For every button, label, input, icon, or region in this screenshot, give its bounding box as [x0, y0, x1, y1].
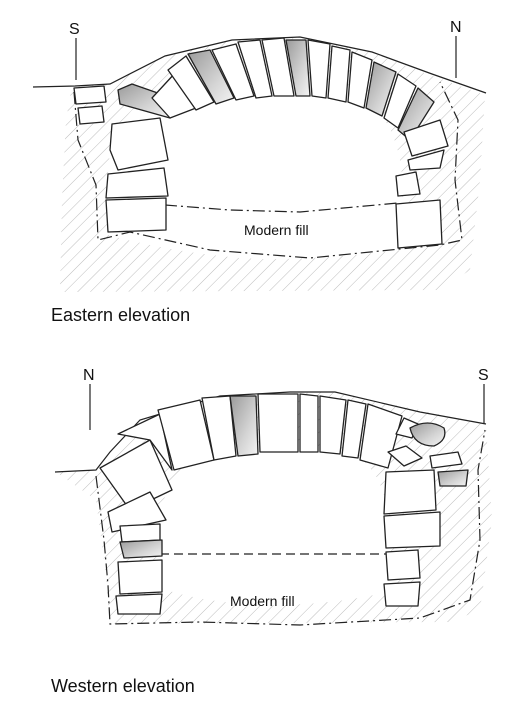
western-outline	[95, 429, 486, 626]
western-fill-label: Modern fill	[230, 593, 295, 609]
eastern-fill-top	[164, 202, 399, 213]
western-title: Western elevation	[51, 676, 195, 696]
eastern-ground-line	[32, 36, 487, 94]
eastern-fill-label: Modern fill	[244, 222, 309, 238]
western-arch-stones	[99, 393, 469, 615]
western-orient-left: N	[83, 367, 95, 384]
eastern-title: Eastern elevation	[51, 305, 190, 325]
eastern-orient-right: N	[450, 19, 462, 36]
western-ground-line	[54, 391, 487, 473]
western-orient-right: S	[478, 367, 489, 384]
eastern-arch-stones	[73, 37, 449, 249]
eastern-elevation: S N Modern fill	[32, 19, 487, 292]
eastern-orient-left: S	[69, 21, 80, 38]
western-elevation: N S Modern fill	[54, 367, 492, 626]
eastern-outline	[73, 81, 463, 259]
western-opening	[158, 445, 388, 606]
eastern-opening	[108, 72, 402, 259]
